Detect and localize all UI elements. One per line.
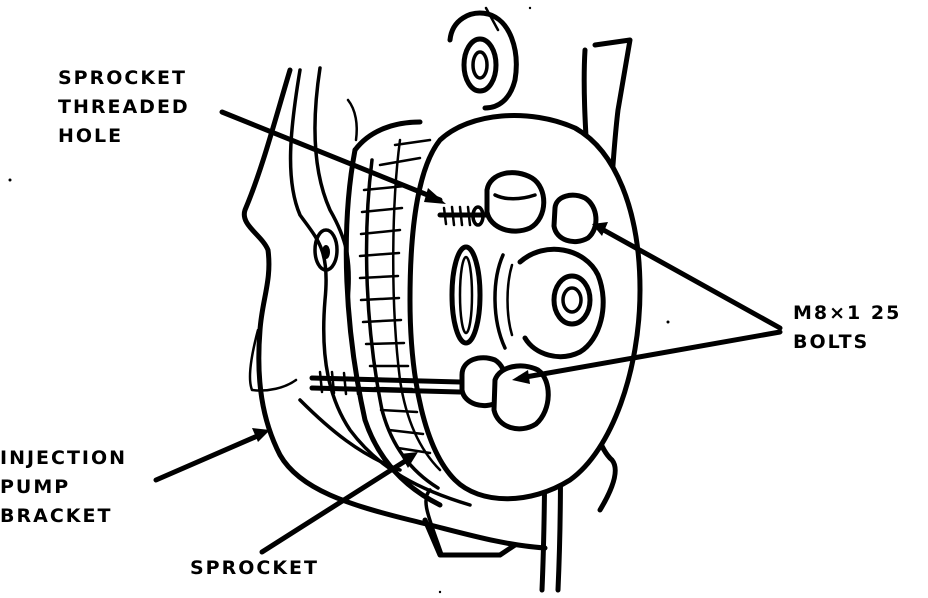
lower-bolts [309,355,551,432]
mounting-ear [447,6,519,111]
upper-bolts [437,170,599,244]
leader-threaded-hole [219,109,443,203]
label-line: BRACKET [0,505,113,527]
leader-sprocket [259,455,413,555]
label-line: M8×1 25 [793,302,902,324]
label-line: BOLTS [793,331,870,353]
leader-bolt-upper [597,225,783,331]
label-line: SPROCKET [58,67,187,89]
label-m8-bolts: M8×1 25 BOLTS [793,299,901,357]
injection-pump-bracket [241,66,548,558]
label-line: HOLE [58,125,124,147]
label-injection-pump-bracket: INJECTION PUMP BRACKET [0,444,127,531]
leader-bolt-lower [517,329,783,381]
label-line: SPROCKET [190,557,319,579]
label-line: PUMP [0,476,71,498]
leader-lines [153,109,783,555]
label-sprocket-threaded-hole: SPROCKET THREADED HOLE [58,64,190,151]
label-line: THREADED [58,96,190,118]
sprocket-gear [343,119,443,508]
label-line: INJECTION [0,447,128,469]
scan-speckles [8,6,670,594]
label-sprocket: SPROCKET [190,554,319,583]
leader-pump-bracket [153,431,265,483]
